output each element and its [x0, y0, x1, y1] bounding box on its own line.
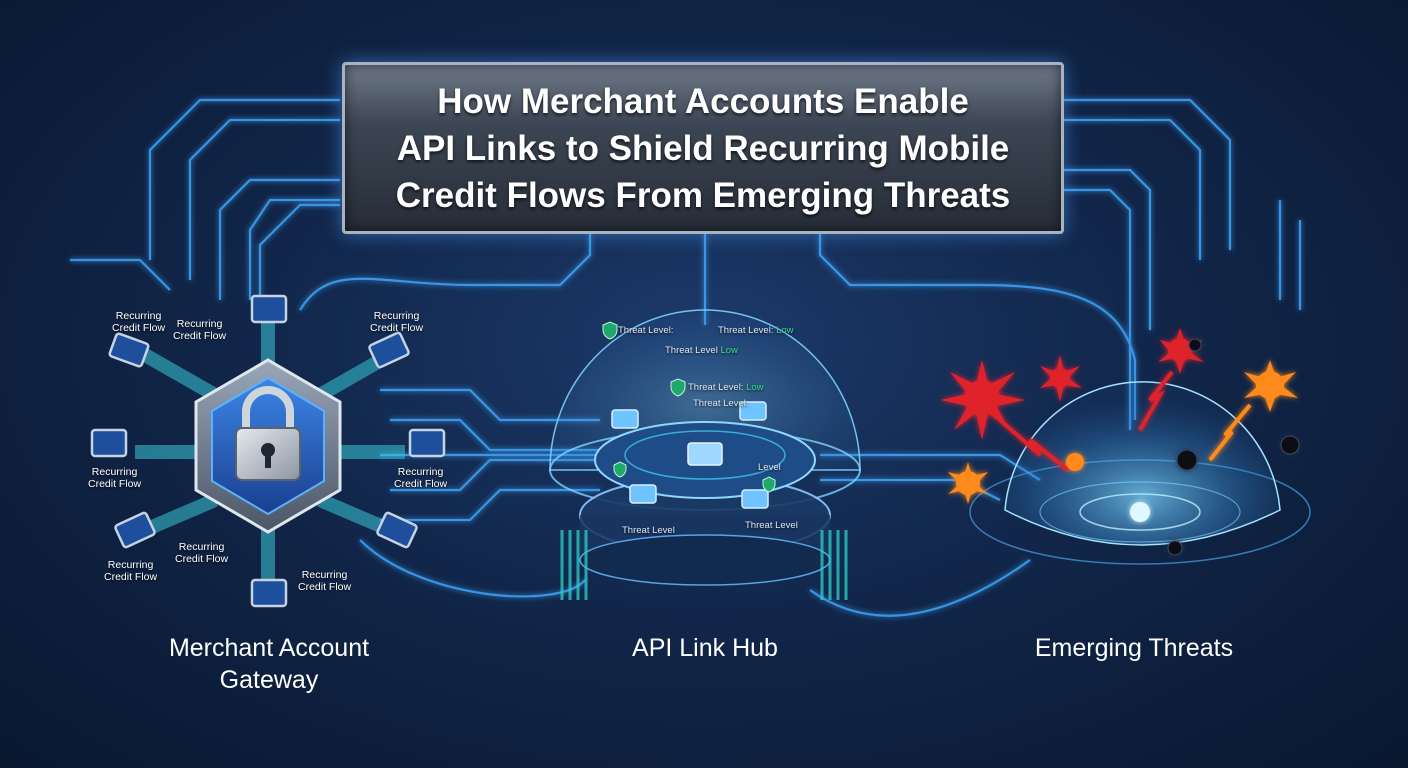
threat-level-label: Threat Level: Low [718, 325, 794, 336]
virus-burst-icon [940, 328, 1300, 556]
threat-level-label: Threat Level: [618, 325, 674, 336]
circuit-traces [70, 98, 1302, 617]
padlock-icon [235, 386, 301, 481]
title-line: Credit Flows From Emerging Threats [395, 175, 1011, 215]
hub-label: API Link Hub [632, 634, 778, 662]
threat-level-label: Threat Level [745, 520, 798, 531]
title-banner: How Merchant Accounts Enable API Links t… [342, 62, 1064, 234]
threat-level-label: Threat Level Low [665, 345, 738, 356]
gateway-devices [90, 294, 446, 608]
shield-check-icon [602, 321, 776, 493]
threat-level-label: Threat Level: [693, 398, 749, 409]
threats-label: Emerging Threats [1034, 634, 1234, 662]
threat-level-label: Threat Level: Low [688, 382, 764, 393]
title-line: How Merchant Accounts Enable [437, 81, 969, 121]
threat-level-label: Threat Level [622, 525, 675, 536]
title-line: API Links to Shield Recurring Mobile [396, 128, 1010, 168]
threat-level-label: Level [758, 462, 781, 473]
hub-dome [549, 309, 861, 600]
gateway-label: Merchant Account Gateway [168, 634, 370, 694]
threat-shield-dome [969, 381, 1311, 565]
